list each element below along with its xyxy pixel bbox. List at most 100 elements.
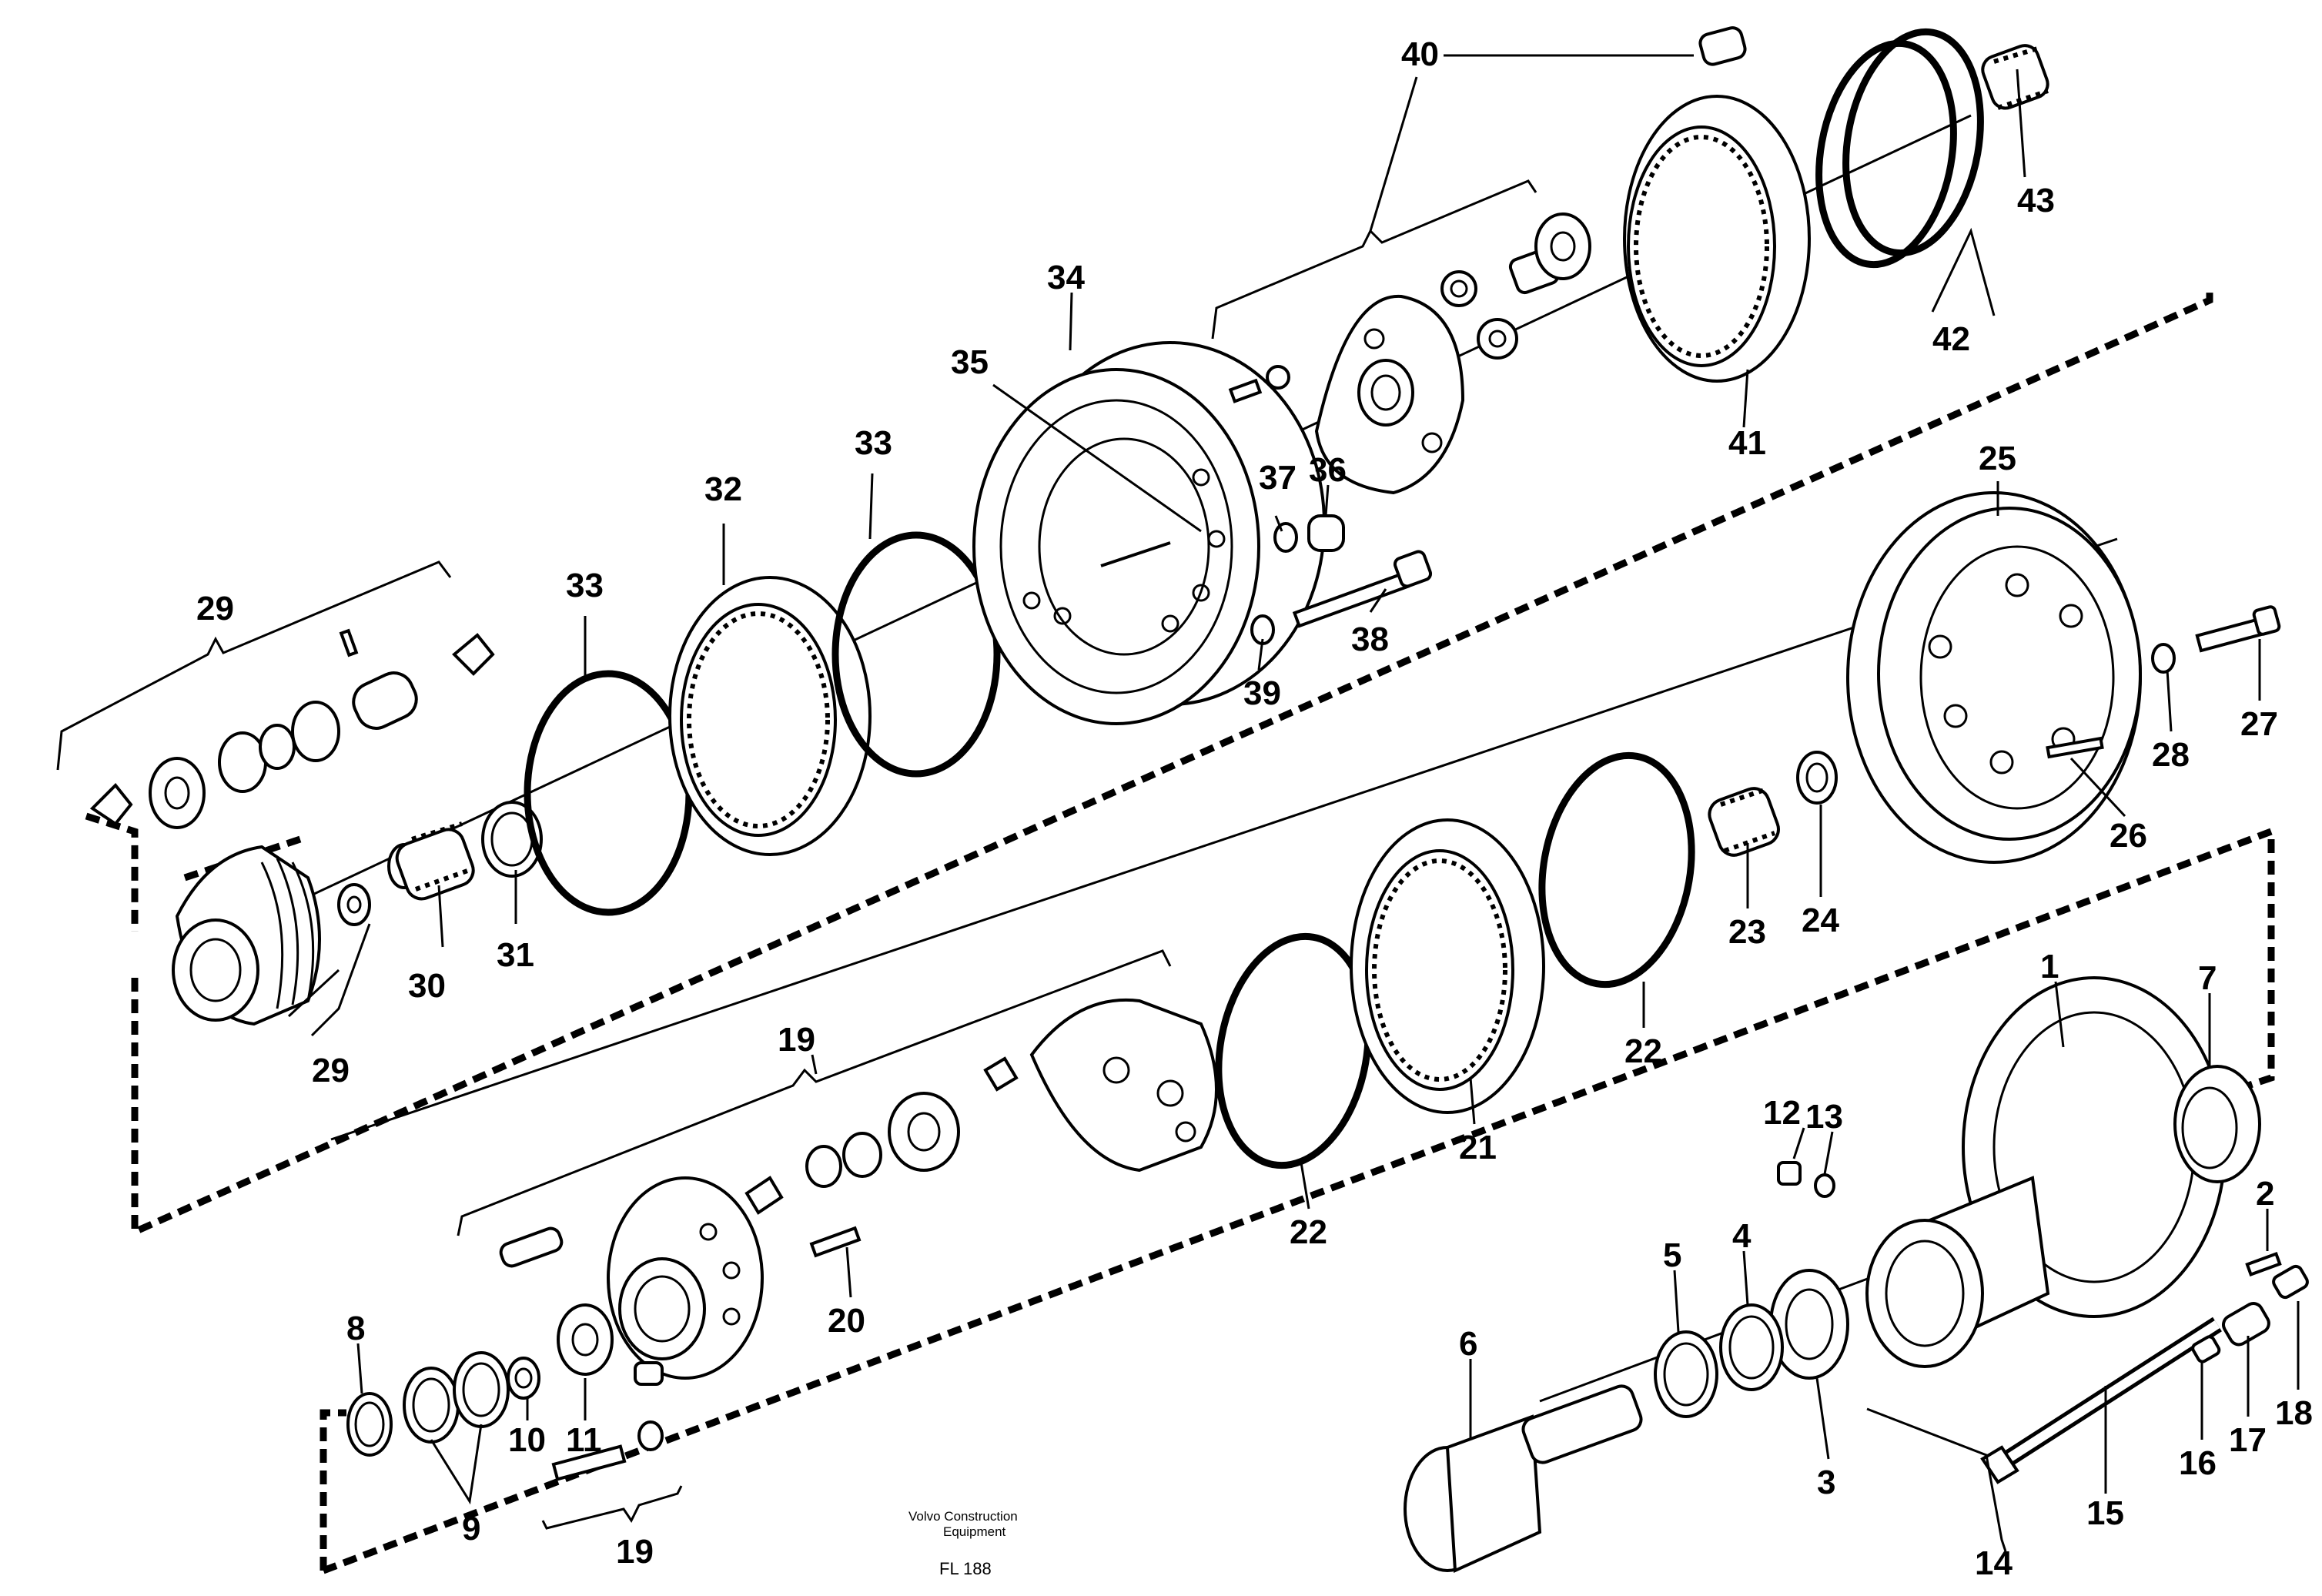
label-5: 5	[1663, 1236, 1681, 1274]
bolt-38	[1292, 550, 1433, 628]
planet-carrier-19	[499, 998, 1218, 1268]
bracket-lines	[56, 179, 1537, 1530]
pin-26	[2046, 736, 2104, 759]
label-16: 16	[2179, 1444, 2217, 1482]
label-27: 27	[2240, 705, 2278, 743]
label-17: 17	[2229, 1421, 2267, 1459]
hub-1	[1865, 976, 2227, 1368]
ring-4	[1719, 1303, 1784, 1391]
label-12: 12	[1763, 1094, 1801, 1132]
bolt-20	[809, 1226, 862, 1258]
housing-34	[972, 341, 1326, 725]
o-rings-42	[1815, 28, 1984, 269]
hub-carrier-11-area	[557, 1176, 764, 1386]
label-30: 30	[408, 967, 446, 1005]
label-36: 36	[1309, 451, 1347, 489]
gear-shaft-6	[1404, 1384, 1643, 1574]
seal-24	[1796, 751, 1838, 805]
label-40: 40	[1401, 35, 1439, 73]
label-4: 4	[1732, 1217, 1752, 1255]
fitting-18	[2272, 1264, 2309, 1300]
label-13: 13	[1805, 1098, 1843, 1136]
label-33-right: 33	[855, 424, 892, 462]
label-3: 3	[1817, 1464, 1835, 1501]
label-38: 38	[1351, 621, 1389, 658]
bolt-27	[2195, 605, 2281, 653]
label-10: 10	[508, 1421, 546, 1459]
planet-carrier-40-group	[1228, 212, 1591, 495]
footer-code: FL 188	[939, 1559, 992, 1578]
hub-25	[1846, 491, 2142, 864]
washer-37	[1273, 522, 1298, 553]
label-28: 28	[2152, 736, 2190, 774]
label-14: 14	[1975, 1544, 2013, 1582]
label-25: 25	[1979, 440, 2016, 477]
ring-gear-21	[1350, 818, 1545, 1114]
nipple-16	[2191, 1335, 2221, 1363]
bolt-19	[551, 1420, 664, 1481]
label-32: 32	[704, 470, 742, 508]
seal-7	[2173, 1065, 2261, 1183]
label-18: 18	[2275, 1394, 2313, 1432]
label-24: 24	[1802, 902, 1839, 939]
nut-12	[1777, 1161, 1802, 1186]
bearing-3	[1769, 1269, 1849, 1380]
label-22-left: 22	[1290, 1213, 1327, 1251]
label-41: 41	[1728, 424, 1766, 462]
planet-carrier-29	[172, 845, 371, 1026]
label-22-right: 22	[1624, 1032, 1662, 1070]
pin-2	[2245, 1252, 2282, 1276]
label-8: 8	[346, 1310, 365, 1347]
label-42: 42	[1932, 320, 1970, 358]
plug-36	[1307, 514, 1345, 552]
o-ring-22-left	[1215, 932, 1372, 1169]
label-9: 9	[462, 1510, 480, 1547]
tube-15	[1997, 1317, 2222, 1471]
label-19-bottom: 19	[616, 1533, 654, 1571]
label-29-top: 29	[196, 590, 234, 627]
label-19-top: 19	[778, 1021, 815, 1059]
label-1: 1	[2040, 948, 2059, 985]
footer-company-line1: Volvo Construction	[908, 1509, 1018, 1524]
leader-lines	[287, 54, 2300, 1552]
label-26: 26	[2110, 817, 2147, 855]
ring-gear-32	[668, 576, 872, 856]
label-31: 31	[497, 936, 534, 974]
planet-gear-set-29	[89, 628, 495, 829]
o-ring-22-right	[1538, 751, 1695, 989]
footer: Volvo Construction Equipment FL 188	[908, 1509, 1018, 1578]
label-21: 21	[1459, 1129, 1497, 1166]
shims-9	[403, 1351, 510, 1444]
label-6: 6	[1459, 1325, 1477, 1363]
label-34: 34	[1047, 259, 1085, 296]
label-23: 23	[1728, 913, 1766, 951]
label-29-bottom: 29	[312, 1052, 350, 1089]
washer-28	[2151, 643, 2176, 674]
o-ring-33-left	[524, 670, 693, 916]
label-11: 11	[566, 1421, 602, 1459]
label-15: 15	[2086, 1494, 2124, 1532]
label-33-left: 33	[566, 567, 604, 604]
dashed-connections	[85, 293, 2275, 1574]
sun-gear-43	[1981, 44, 2049, 110]
connector-17	[2222, 1302, 2270, 1347]
plug-40	[1698, 26, 1747, 66]
washer-10	[507, 1357, 540, 1400]
snap-ring-8	[346, 1392, 393, 1457]
sun-gear-30	[387, 821, 475, 901]
label-7: 7	[2198, 959, 2217, 997]
ring-gear-41	[1623, 95, 1811, 383]
sun-gear-23	[1708, 787, 1780, 857]
elbow-14	[1980, 1445, 2019, 1484]
label-39: 39	[1243, 674, 1281, 712]
label-2: 2	[2256, 1175, 2274, 1213]
label-37: 37	[1259, 459, 1297, 497]
o-ring-33-right	[831, 531, 1001, 778]
callout-labels: 1 2 3 4 5 6 7 8 9 10 11 12 13 14 15 16 1…	[196, 35, 2313, 1582]
label-35: 35	[951, 343, 989, 381]
label-20: 20	[828, 1302, 865, 1340]
label-43: 43	[2017, 182, 2055, 219]
footer-company-line2: Equipment	[943, 1524, 1006, 1539]
ring-5	[1654, 1330, 1718, 1418]
